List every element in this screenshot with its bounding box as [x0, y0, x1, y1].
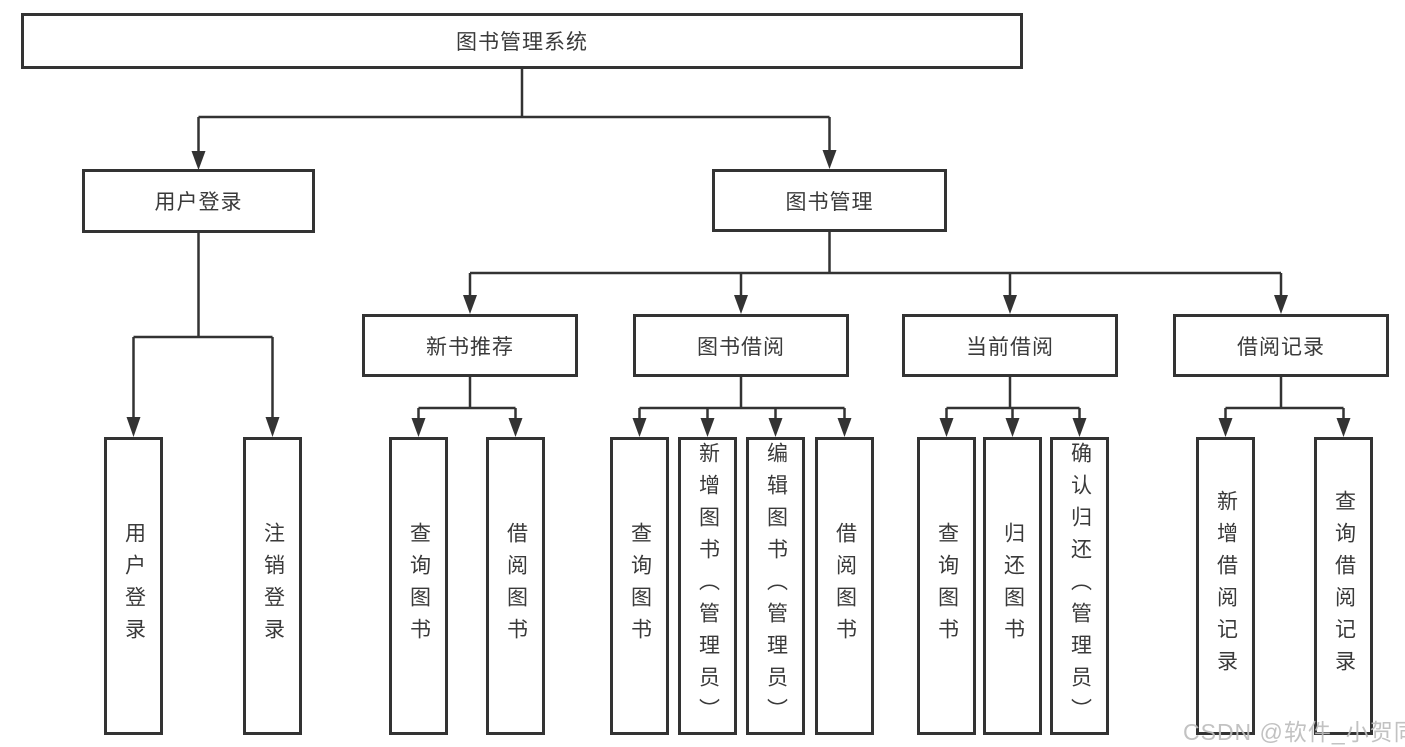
leaf-edit-book-admin: 编辑图书（管理员）: [746, 437, 805, 735]
node-root: 图书管理系统: [21, 13, 1023, 69]
leaf-borrow-books: 借阅图书: [815, 437, 874, 735]
leaf-confirm-return-admin: 确认归还（管理员）: [1050, 437, 1109, 735]
leaf-query-books-current: 查询图书: [917, 437, 976, 735]
node-user-login: 用户登录: [82, 169, 315, 233]
node-book-borrowing: 图书借阅: [633, 314, 849, 377]
node-current-borrowing: 当前借阅: [902, 314, 1118, 377]
leaf-logout: 注销登录: [243, 437, 302, 735]
leaf-borrow-books-recommend: 借阅图书: [486, 437, 545, 735]
node-new-book-recommendation: 新书推荐: [362, 314, 578, 377]
leaf-add-book-admin: 新增图书（管理员）: [678, 437, 737, 735]
leaf-return-book: 归还图书: [983, 437, 1042, 735]
arrowhead-group: [126, 150, 1351, 437]
watermark-text: CSDN @软件_小贺同学: [1183, 719, 1405, 745]
leaf-query-borrowing-record: 查询借阅记录: [1314, 437, 1373, 735]
leaf-query-books-recommend: 查询图书: [389, 437, 448, 735]
node-book-management: 图书管理: [712, 169, 947, 232]
leaf-add-borrowing-record: 新增借阅记录: [1196, 437, 1255, 735]
leaf-query-books-borrow: 查询图书: [610, 437, 669, 735]
node-borrowing-records: 借阅记录: [1173, 314, 1389, 377]
leaf-user-login: 用户登录: [104, 437, 163, 735]
